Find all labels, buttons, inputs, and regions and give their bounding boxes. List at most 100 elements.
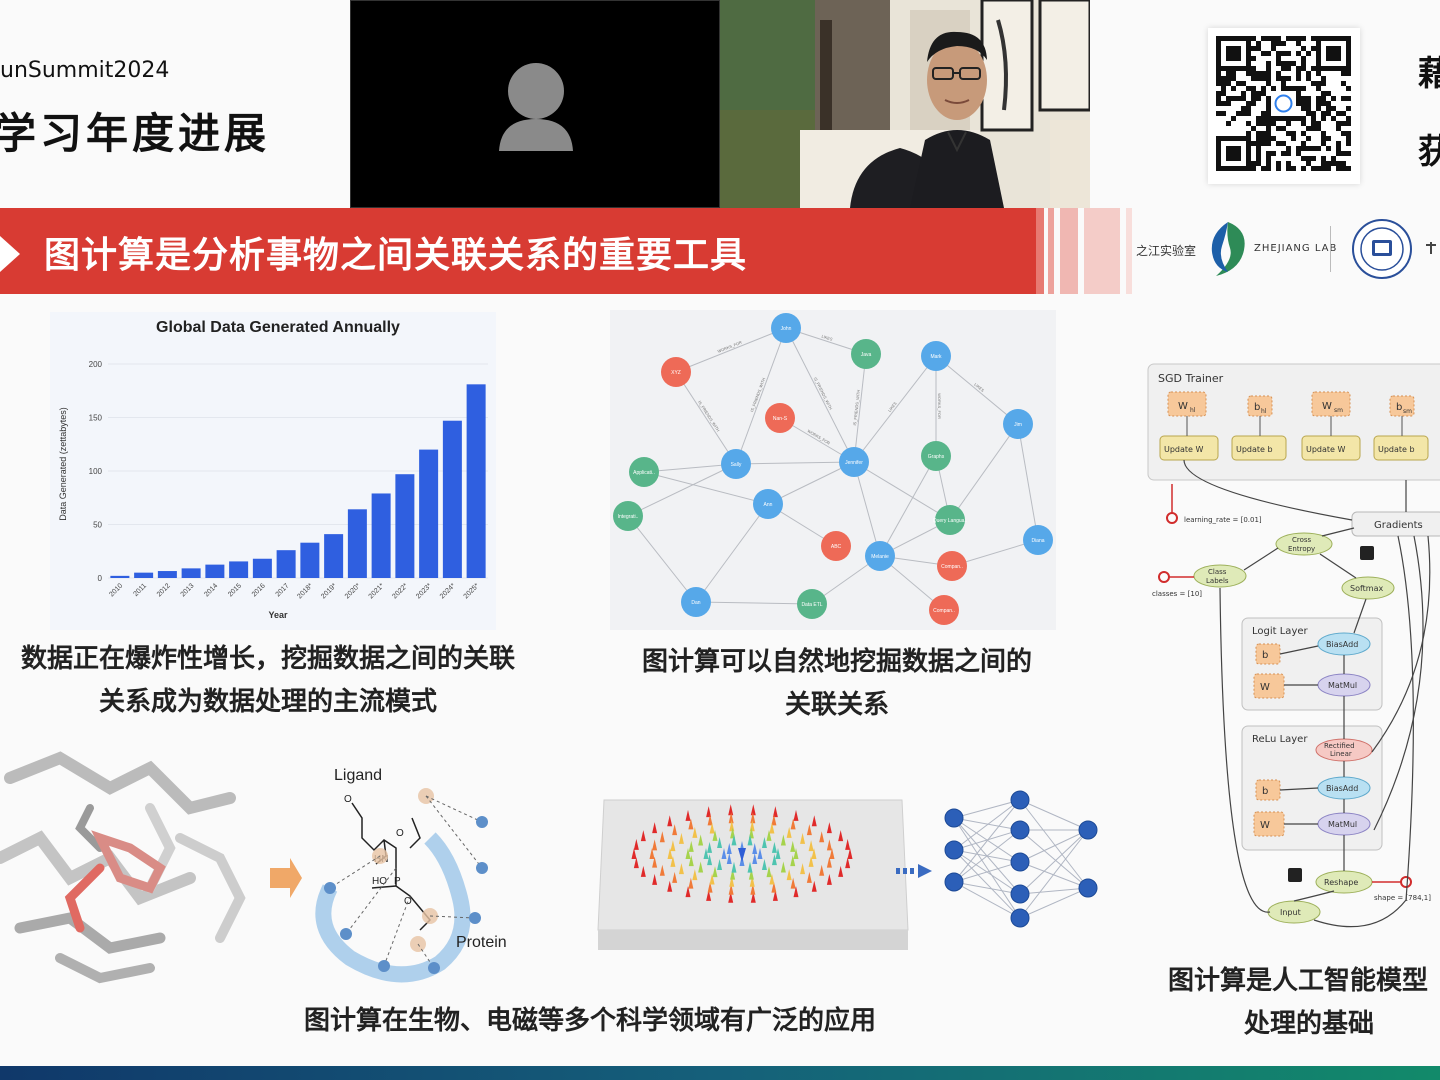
chart-ytick-label: 200 [89,360,103,369]
param-subscript: sm [1403,408,1412,415]
update-op-label: Update b [1378,445,1415,454]
graph-node-label: Data ETL [801,602,822,608]
chart-bar [205,564,225,578]
spin-arrow [786,826,792,838]
graph-caption: 图计算可以自然地挖掘数据之间的 关联关系 [612,641,1062,727]
graph-node-label: Integrati.. [618,514,639,520]
graph-node [929,595,959,625]
chart-xtick-label: 2013 [180,582,196,598]
nn-panel: SGD Trainer W hl b hl W sm b sm Upd [1144,360,1440,940]
graph-node-label: ABC [831,544,842,550]
graph-node-label: Compan.. [933,608,955,614]
spin-arrow [806,824,812,836]
graph-edges [1183,459,1431,928]
spin-arrow [731,861,737,873]
arrow-right-icon [270,858,302,898]
matmul-label: MatMul [1328,820,1357,829]
graph-node [821,531,851,561]
spin-arrow [750,812,756,824]
ai-caption-line-2: 处理的基础 [1244,1009,1375,1039]
param-label: W [1178,401,1188,412]
chart-xtick-label: 2012 [156,582,172,598]
spin-arrow [652,839,658,851]
summary-icon [1288,868,1302,882]
update-edges [1186,416,1403,436]
spin-arrow [707,881,713,893]
chart-caption-line-2: 关系成为数据处理的主流模式 [98,687,437,717]
spin-arrow [688,855,694,867]
param-subscript: sm [1334,407,1343,414]
spin-arrow [811,815,817,827]
spin-arrow [652,873,658,885]
spin-arrow [775,848,781,859]
chart-panel: Global Data Generated Annually Data Gene… [50,312,496,630]
graph-edge-label: LIKES [821,334,834,342]
graph-edge [853,353,867,463]
graph-edge-label: LIKES [973,382,985,393]
graph-node [613,501,643,531]
graph-node [1023,525,1053,555]
param-label: W [1322,401,1332,412]
graph-node-label: John [781,326,792,332]
nn-node [944,840,964,860]
graph-edge [935,355,1019,425]
chart-xtick-label: 2016 [251,582,267,598]
chart-xtick-label: 2023* [415,582,433,600]
chart-bar [229,561,249,578]
chart-bar [419,449,439,578]
graph-node-label: Mark [930,354,942,360]
spin-arrow [712,829,718,841]
softmax-op [1341,576,1395,600]
graph-edge [1017,423,1039,541]
chart-bar [252,558,272,578]
spin-arrow [780,834,786,846]
rectified-label: Linear [1330,750,1352,758]
class-labels-label: Class [1208,568,1227,576]
spin-arrow [747,861,753,873]
tensorflow-graph-diagram: SGD Trainer W hl b hl W sm b sm Upd [1147,363,1440,928]
spin-arrow [772,889,778,901]
spin-arrow [766,866,772,878]
graph-node-label: Java [861,352,872,358]
banner-title: 图计算是分析事物之间关联关系的重要工具 [44,235,748,276]
chart-bar [324,534,344,578]
spin-arrow [771,854,777,866]
spin-arrow [706,806,712,818]
zhejiang-lab-logo-icon [1211,222,1245,276]
ligand-label: Ligand [334,767,382,784]
shape-label: shape = [784,1] [1374,894,1431,902]
speaker-video-tile[interactable] [720,0,1090,208]
participant-video-tile[interactable] [350,0,720,208]
param-label: b [1262,650,1268,661]
spin-arrow [771,881,777,893]
spin-arrow [672,824,678,836]
class-labels-label: Labels [1206,577,1229,585]
nn-node [1078,878,1098,898]
graph-node-label: Jennifer [845,460,863,466]
graph-edge-label: LIKES [887,401,898,413]
spin-arrow [790,855,796,867]
update-op-label: Update b [1236,445,1273,454]
graph-node [851,339,881,369]
chart-title: Global Data Generated Annually [156,319,400,336]
graph-edge [735,327,787,465]
zhejiang-lab-cn: 之江实验室 [1136,244,1197,258]
spin-arrow [709,873,715,885]
spin-arrow [769,873,775,885]
graph-node-label: XYZ [671,370,681,376]
graph-edge [735,461,855,465]
spin-arrow [806,871,812,883]
chart-ytick-label: 100 [89,467,103,476]
graph-node [629,457,659,487]
spin-arrow [793,848,799,859]
sgd-trainer-box [1147,363,1440,481]
graph-node-label: Melanie [871,554,889,560]
graph-node-label: Graphs [928,454,945,460]
shape-icon [1400,876,1412,888]
molecule-panel: Ligand O O HN HO P O [0,748,520,988]
spin-arrow [845,838,851,850]
spin-arrows [631,804,853,903]
graph-edge-label: IS_FRIENDS_WITH [813,376,834,410]
